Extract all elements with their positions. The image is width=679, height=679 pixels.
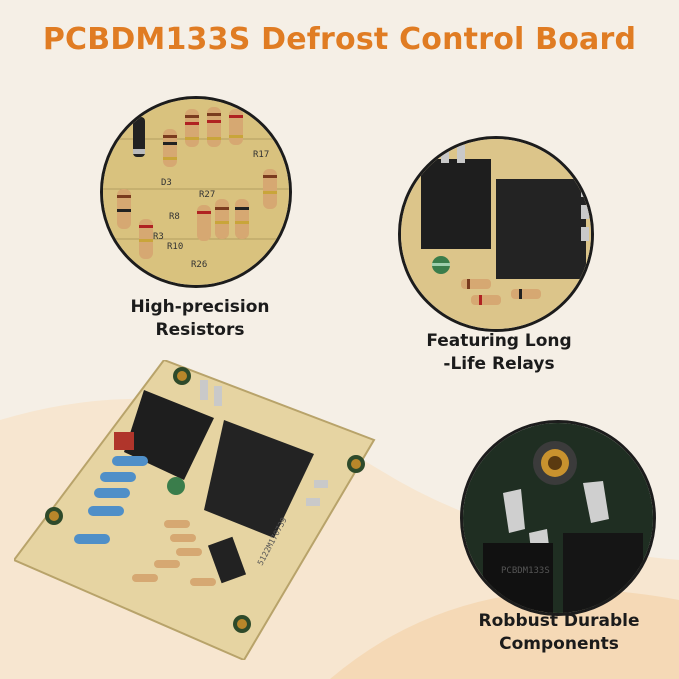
page-title: PCBDM133S Defrost Control Board	[42, 22, 637, 57]
components-closeup-photo: PCBDM133S	[460, 420, 656, 616]
label-d3: D3	[161, 178, 172, 188]
caption-components: Robbust Durable Components	[464, 610, 654, 656]
caption-components-line2: Components	[499, 634, 619, 654]
caption-relays-line1: Featuring Long	[426, 331, 572, 351]
caption-relays: Featuring Long -Life Relays	[404, 330, 594, 376]
component-part-text: PCBDM133S	[501, 566, 550, 576]
caption-resistors: High-precision Resistors	[110, 296, 290, 342]
label-r3: R3	[153, 232, 164, 242]
caption-components-line1: Robbust Durable	[478, 611, 640, 631]
label-r8: R8	[169, 212, 180, 222]
label-r10: R10	[167, 242, 183, 252]
label-r17: R17	[253, 150, 269, 160]
label-r26: R26	[191, 260, 207, 270]
relays-closeup-photo	[398, 136, 594, 332]
caption-resistors-line1: High-precision	[130, 297, 270, 317]
caption-resistors-line2: Resistors	[155, 320, 245, 340]
label-r27: R27	[199, 190, 215, 200]
caption-relays-line2: -Life Relays	[443, 354, 555, 374]
control-board-photo: 5122M170739	[14, 360, 394, 660]
resistors-closeup-photo: D3 R3 R8 R10 R27 R26 R17	[100, 96, 292, 288]
